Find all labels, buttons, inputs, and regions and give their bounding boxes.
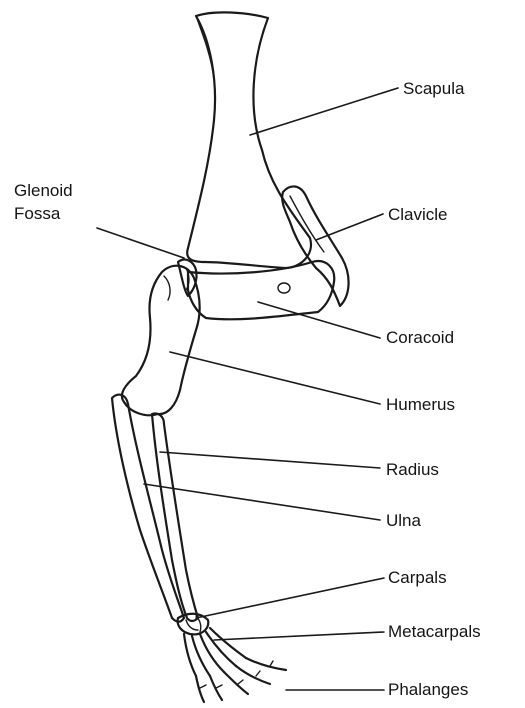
- ulna-leader-line: [144, 484, 380, 520]
- glenoid-fossa-label-line1: Glenoid: [14, 181, 73, 201]
- carpals-label: Carpals: [388, 568, 447, 588]
- scapula-leader-line: [250, 88, 398, 135]
- clavicle-inner-line: [290, 196, 324, 252]
- carpals-leader-line: [196, 578, 384, 618]
- coracoid-label: Coracoid: [386, 328, 454, 348]
- clavicle-leader-line: [316, 214, 383, 240]
- metacarpals-leader-line: [214, 632, 384, 640]
- metacarpals-label: Metacarpals: [388, 622, 481, 642]
- radius-leader-line: [160, 452, 380, 468]
- ulna-bone: [112, 395, 184, 622]
- glenoid-fossa-label-line2: Fossa: [14, 204, 60, 224]
- coracoid-leader-line: [258, 302, 380, 338]
- humerus-head-line: [164, 276, 170, 300]
- clavicle-label: Clavicle: [388, 205, 448, 225]
- coracoid-bone: [188, 261, 334, 319]
- scapula-label: Scapula: [403, 79, 464, 99]
- radius-label: Radius: [386, 460, 439, 480]
- humerus-leader-line: [170, 352, 380, 404]
- glenoid-fossa-leader-line: [97, 228, 184, 258]
- phalanges-label: Phalanges: [388, 680, 468, 700]
- scapula-spine-line: [196, 16, 214, 80]
- humerus-label: Humerus: [386, 395, 455, 415]
- clavicle-bone: [282, 186, 348, 306]
- phalange-bones: [196, 658, 286, 702]
- ulna-label: Ulna: [386, 511, 421, 531]
- coracoid-foramen: [278, 283, 290, 293]
